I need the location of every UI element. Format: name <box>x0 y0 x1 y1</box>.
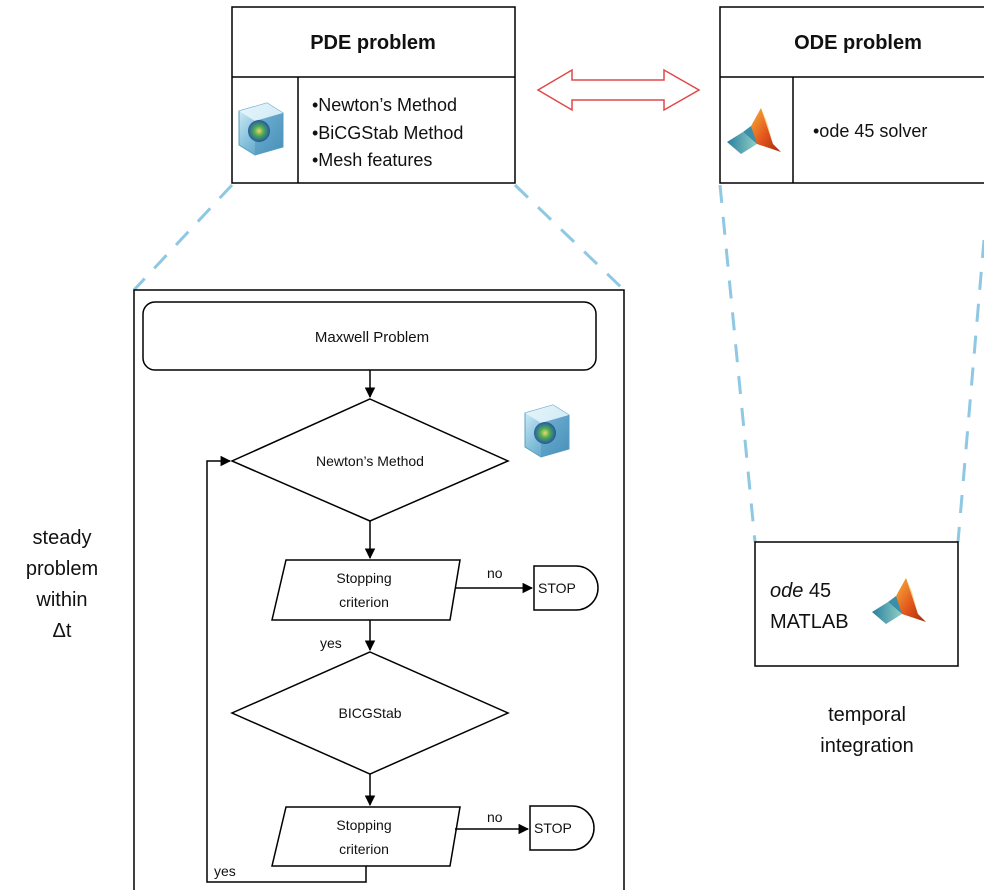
steady-problem-label: steady problem within Δt <box>26 527 98 642</box>
bicgstab-label: BICGStab <box>338 705 401 721</box>
newton-method-label: Newton’s Method <box>316 453 424 469</box>
no-label-1: no <box>487 565 503 581</box>
svg-text:problem: problem <box>26 558 98 580</box>
pde-problem-box: PDE problem •Newton’s Method •BiCGStab M… <box>231 6 516 184</box>
loop-back-connector <box>206 455 367 883</box>
stop-label-1: STOP <box>538 580 576 596</box>
ode-item-solver: •ode 45 solver <box>813 121 927 141</box>
projection-lines <box>132 183 984 543</box>
maxwell-problem-label: Maxwell Problem <box>315 329 429 346</box>
ode45-label: ode 45 <box>770 580 831 602</box>
stop-terminal-2 <box>529 805 595 851</box>
pde-problem-title: PDE problem <box>310 32 436 54</box>
ode-problem-box: ODE problem •ode 45 solver <box>719 6 984 184</box>
ode45-matlab-box: ode 45 MATLAB <box>754 541 959 667</box>
comsol-cube-icon-flow <box>524 404 570 458</box>
svg-text:Δt: Δt <box>53 620 72 642</box>
pde-item-bicgstab: •BiCGStab Method <box>312 123 463 143</box>
stopping-criterion-2-line2: criterion <box>339 841 389 857</box>
stop-terminal-1 <box>533 565 599 611</box>
comsol-cube-icon <box>238 102 284 156</box>
stopping-criterion-1-line2: criterion <box>339 594 389 610</box>
svg-text:steady: steady <box>33 527 92 549</box>
pde-item-mesh: •Mesh features <box>312 150 432 170</box>
matlab-label: MATLAB <box>770 611 849 633</box>
svg-text:integration: integration <box>820 735 913 757</box>
no-label-2: no <box>487 809 503 825</box>
pde-item-newton: •Newton’s Method <box>312 95 457 115</box>
temporal-integration-label: temporal integration <box>820 704 913 757</box>
yes-label-1: yes <box>320 635 342 651</box>
yes-loop-label: yes <box>214 863 236 879</box>
stopping-criterion-2 <box>271 806 461 867</box>
ode-problem-title: ODE problem <box>794 32 922 54</box>
stopping-criterion-1-line1: Stopping <box>336 570 391 586</box>
svg-text:temporal: temporal <box>828 704 906 726</box>
double-arrow <box>536 68 701 112</box>
stop-label-2: STOP <box>534 820 572 836</box>
stopping-criterion-2-line1: Stopping <box>336 817 391 833</box>
stopping-criterion-1 <box>271 559 461 621</box>
svg-text:within: within <box>35 589 87 611</box>
